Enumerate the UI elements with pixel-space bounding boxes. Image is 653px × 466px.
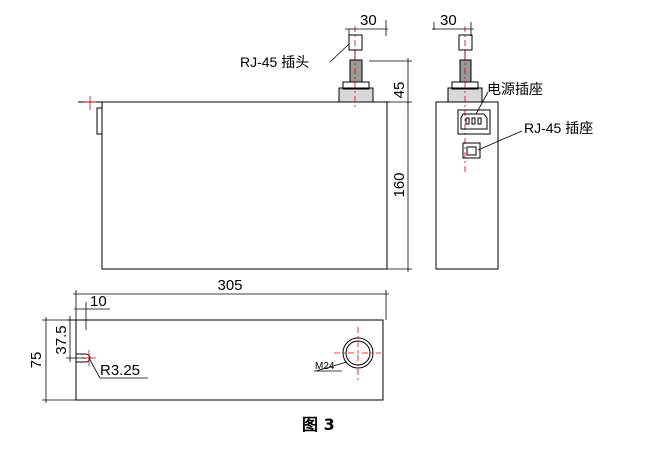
dim-body-height: 160 xyxy=(387,102,412,272)
dim-75: 75 xyxy=(28,352,45,369)
rj45-socket-leader xyxy=(477,130,523,151)
rj45-plug-leader xyxy=(329,43,350,63)
dim-half-depth: 37.5 xyxy=(53,316,86,362)
rj45-socket-label: RJ-45 插座 xyxy=(524,120,593,136)
dim-305: 305 xyxy=(217,277,242,294)
m24-label: M24 xyxy=(315,361,335,372)
side-plug-head xyxy=(458,34,473,51)
power-socket-inner xyxy=(460,113,488,130)
plan-view: M24 305 10 37.5 75 xyxy=(28,277,389,403)
front-view: 30 45 160 RJ-45 插头 xyxy=(78,12,412,272)
rj45-plug-label: RJ-45 插头 xyxy=(240,54,309,70)
rj45-socket xyxy=(462,142,481,159)
dim-30-front: 30 xyxy=(360,12,377,29)
dim-plug-height: 45 xyxy=(369,58,412,105)
dim-30-side: 30 xyxy=(440,12,457,29)
plug-cable xyxy=(349,59,363,83)
rj45-socket-port xyxy=(466,146,477,156)
power-socket xyxy=(457,109,491,135)
plug-head xyxy=(348,34,363,51)
dim-45: 45 xyxy=(391,82,408,99)
side-view: 30 电源插座 RJ-45 插座 xyxy=(432,12,593,270)
r325-leader xyxy=(88,357,101,379)
plan-body xyxy=(75,319,384,401)
dim-depth: 75 xyxy=(28,317,76,403)
dim-10: 10 xyxy=(90,293,107,310)
side-body xyxy=(435,101,499,270)
figure-caption: 图 3 xyxy=(302,415,335,434)
front-rj45-plug xyxy=(338,26,374,108)
side-connector xyxy=(447,26,483,172)
side-plug-cable xyxy=(459,59,472,83)
power-socket-leader xyxy=(475,91,489,115)
dim-hole-offset: 10 xyxy=(74,293,110,330)
m24-hole: M24 xyxy=(314,327,381,381)
front-left-tab xyxy=(96,107,103,135)
m24-leader xyxy=(315,361,348,372)
dim-plug-width-front: 30 xyxy=(345,12,388,36)
dim-body-length: 305 xyxy=(73,277,389,320)
plug-base xyxy=(338,87,374,103)
front-body xyxy=(101,101,388,270)
power-socket-frame xyxy=(457,109,491,135)
r325-label: R3.25 xyxy=(100,362,140,379)
dim-plug-width-side: 30 xyxy=(432,12,474,36)
dim-37-5: 37.5 xyxy=(53,325,70,354)
rj45-socket-frame xyxy=(462,142,481,159)
dim-160: 160 xyxy=(391,172,408,197)
power-socket-label: 电源插座 xyxy=(487,81,543,97)
